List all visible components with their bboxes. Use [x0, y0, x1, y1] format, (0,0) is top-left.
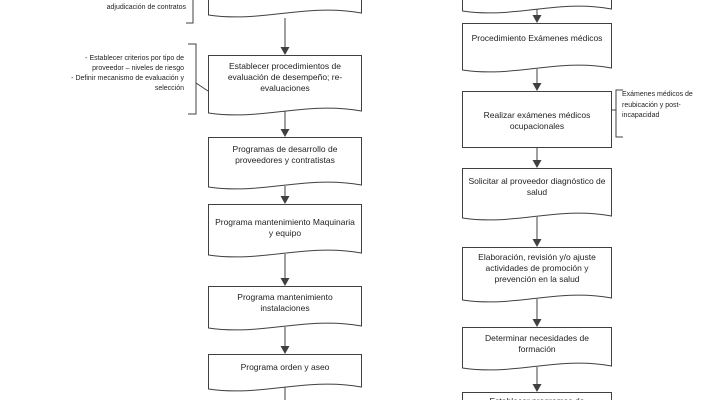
arrow-down: [532, 148, 542, 168]
arrow-down: [280, 186, 290, 204]
flow-node-document: Programas de desarrollo de proveedores y…: [208, 137, 362, 192]
arrow-down: [532, 217, 542, 247]
arrow-down: [280, 254, 290, 286]
document-shape: [208, 204, 362, 258]
arrow-down: [280, 110, 290, 137]
arrow-down: [280, 18, 290, 55]
flow-node-rectangle: Realizar exámenes médicos ocupacionales: [462, 91, 612, 148]
flow-node-document: Solicitar al proveedor diagnóstico de sa…: [462, 168, 612, 223]
flow-node-document-clipped: [208, 0, 362, 20]
document-shape: [208, 55, 362, 116]
document-shape: [462, 23, 612, 73]
flow-node-label: Establecer programas de: [463, 393, 611, 400]
document-shape: [208, 137, 362, 190]
flow-node-document: Establecer procedimientos de evaluación …: [208, 55, 362, 118]
flow-node-label: Programa orden y aseo: [240, 362, 330, 372]
flow-node-document: Elaboración, revisión y/o ajuste activid…: [462, 247, 612, 305]
document-shape: [462, 247, 612, 303]
annotation-bracket: [188, 43, 209, 115]
flow-node-document: Programa mantenimiento instalaciones: [208, 286, 362, 333]
document-shape: [462, 0, 612, 14]
arrow-down: [532, 367, 542, 392]
annotation-note: Definir cómo medir la cotización en la a…: [70, 0, 186, 11]
flow-node-document-clipped: [462, 0, 612, 16]
flow-node-label: Procedimiento Exámenes médicos: [471, 33, 603, 43]
flow-node-label: Programa mantenimiento instalaciones: [237, 292, 333, 313]
flow-node-label: Programas de desarrollo de proveedores y…: [232, 144, 338, 165]
flow-node-document: Programa orden y aseo: [208, 354, 362, 394]
arrow-down: [280, 327, 290, 354]
document-shape: [462, 327, 612, 371]
flow-node-label: Determinar necesidades de formación: [485, 333, 589, 354]
flow-node-label: Establecer procedimientos de evaluación …: [227, 61, 343, 93]
flow-node-label: Programa mantenimiento Maquinaria y equi…: [215, 217, 355, 238]
annotation-note: Exámenes médicos de reubicación y post- …: [622, 91, 693, 119]
flow-node-label: Elaboración, revisión y/o ajuste activid…: [478, 252, 596, 284]
flow-node-document: Determinar necesidades de formación: [462, 327, 612, 373]
document-shape: [208, 354, 362, 392]
flow-node-document: Procedimiento Exámenes médicos: [462, 23, 612, 75]
annotation-bracket: [186, 0, 194, 24]
document-shape: [208, 286, 362, 331]
annotation-note: - Establecer criterios por tipo de prove…: [71, 55, 184, 92]
flow-node-rectangle-clipped: Establecer programas de: [462, 392, 612, 400]
flow-node-label: Realizar exámenes médicos ocupacionales: [483, 110, 591, 131]
flow-node-document: Programa mantenimiento Maquinaria y equi…: [208, 204, 362, 260]
flow-node-label: Solicitar al proveedor diagnóstico de sa…: [468, 176, 606, 197]
document-shape: [208, 0, 362, 18]
arrow-down: [532, 69, 542, 91]
arrow-down: [532, 299, 542, 327]
document-shape: [462, 168, 612, 221]
